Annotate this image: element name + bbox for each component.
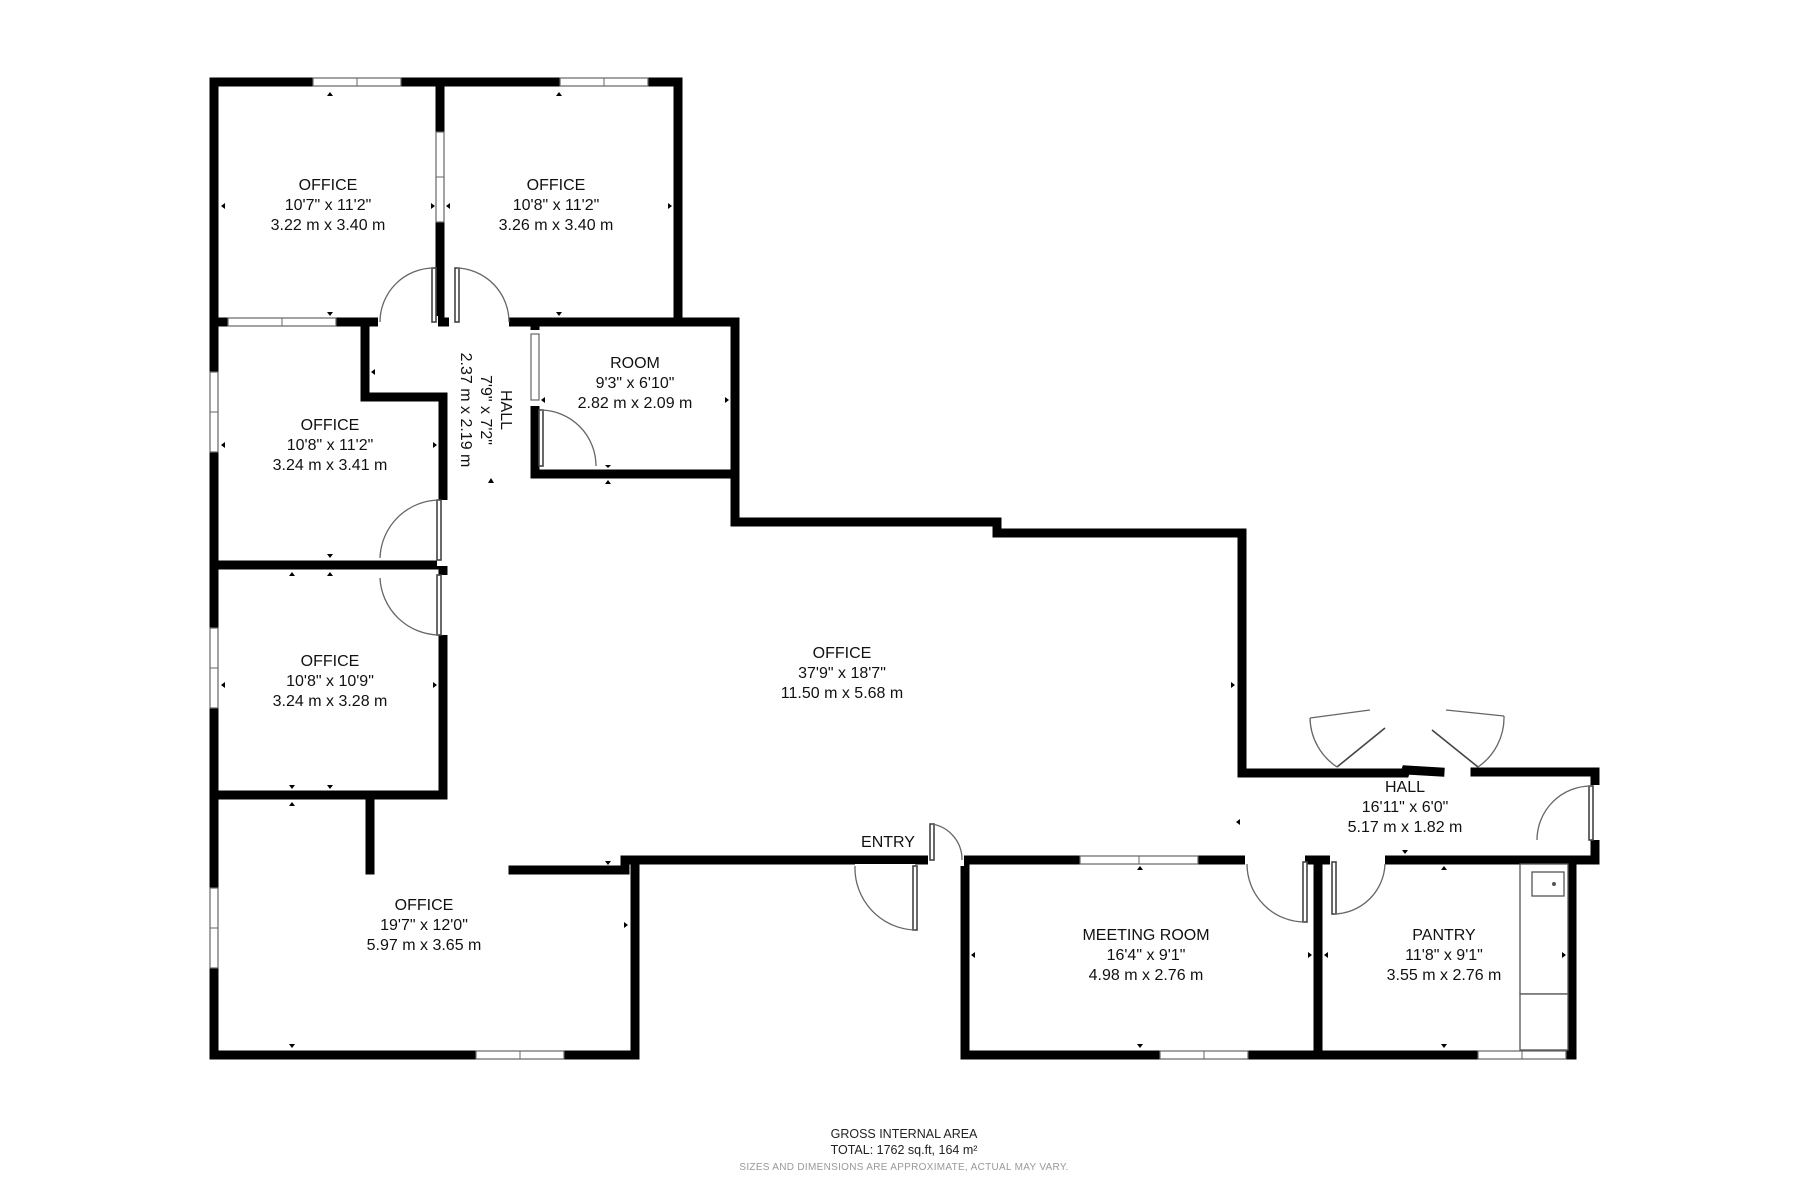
room-name: OFFICE	[527, 177, 586, 194]
room-name: MEETING ROOM	[1082, 927, 1209, 944]
label-office-top-left: OFFICE 10'7" x 11'2" 3.22 m x 3.40 m	[271, 177, 386, 234]
area-footer: GROSS INTERNAL AREA TOTAL: 1762 sq.ft, 1…	[739, 1127, 1068, 1173]
pantry-counter	[1519, 863, 1569, 1051]
door-icon	[1536, 785, 1594, 841]
door-icon	[538, 409, 597, 467]
room-size-imperial: 19'7" x 12'0"	[380, 917, 468, 934]
room-size-imperial: 10'8" x 11'2"	[513, 197, 600, 214]
door-icon	[379, 267, 437, 323]
window-icon	[435, 131, 445, 223]
gross-area-total: TOTAL: 1762 sq.ft, 164 m²	[831, 1143, 978, 1157]
room-size-imperial: 16'11" x 6'0"	[1362, 799, 1449, 816]
room-size-metric: 11.50 m x 5.68 m	[781, 685, 903, 702]
room-size-imperial: 37'9" x 18'7"	[798, 665, 886, 682]
door-icon	[454, 267, 510, 323]
label-meeting-room: MEETING ROOM 16'4" x 9'1" 4.98 m x 2.76 …	[1082, 927, 1209, 984]
room-name: OFFICE	[395, 897, 454, 914]
room-name: ROOM	[610, 355, 660, 372]
room-size-metric: 5.17 m x 1.82 m	[1348, 819, 1463, 836]
room-size-imperial: 10'8" x 10'9"	[286, 673, 374, 690]
dimension-markers	[221, 92, 1566, 1048]
label-room: ROOM 9'3" x 6'10" 2.82 m x 2.09 m	[578, 355, 693, 412]
room-size-metric: 4.98 m x 2.76 m	[1089, 967, 1204, 984]
label-office-main: OFFICE 37'9" x 18'7" 11.50 m x 5.68 m	[781, 645, 903, 702]
room-name: OFFICE	[301, 417, 360, 434]
door-icon	[1309, 709, 1386, 768]
room-name: OFFICE	[301, 653, 360, 670]
room-size-metric: 3.55 m x 2.76 m	[1387, 967, 1502, 984]
window-icon	[312, 77, 402, 87]
room-size-metric: 2.37 m x 2.19 m	[457, 353, 474, 468]
door-icon	[379, 499, 442, 561]
room-name: PANTRY	[1412, 927, 1476, 944]
room-labels: OFFICE 10'7" x 11'2" 3.22 m x 3.40 m OFF…	[271, 177, 1502, 984]
door-icon	[1331, 861, 1386, 915]
room-size-metric: 5.97 m x 3.65 m	[367, 937, 482, 954]
label-office-bottom: OFFICE 19'7" x 12'0" 5.97 m x 3.65 m	[367, 897, 482, 954]
window-icon	[1079, 855, 1199, 865]
label-pantry: PANTRY 11'8" x 9'1" 3.55 m x 2.76 m	[1387, 927, 1502, 984]
label-hall-right: HALL 16'11" x 6'0" 5.17 m x 1.82 m	[1348, 779, 1463, 836]
windows	[209, 77, 1567, 1060]
door-icon	[1246, 861, 1308, 923]
label-office-lower-left: OFFICE 10'8" x 10'9" 3.24 m x 3.28 m	[273, 653, 388, 710]
room-size-metric: 3.24 m x 3.28 m	[273, 693, 388, 710]
room-name: OFFICE	[299, 177, 358, 194]
sink-icon	[1531, 871, 1565, 897]
room-size-imperial: 9'3" x 6'10"	[596, 375, 675, 392]
room-size-metric: 2.82 m x 2.09 m	[578, 395, 693, 412]
room-size-metric: 3.24 m x 3.41 m	[273, 457, 388, 474]
room-size-metric: 3.22 m x 3.40 m	[271, 217, 386, 234]
room-size-imperial: 10'8" x 11'2"	[287, 437, 374, 454]
label-office-top-middle: OFFICE 10'8" x 11'2" 3.26 m x 3.40 m	[499, 177, 614, 234]
window-icon	[1159, 1050, 1249, 1060]
window-icon	[227, 317, 337, 327]
room-name: HALL	[1385, 779, 1425, 796]
gross-area-heading: GROSS INTERNAL AREA	[831, 1127, 978, 1141]
window-icon	[530, 333, 540, 401]
room-name: HALL	[497, 390, 514, 430]
window-icon	[1477, 1050, 1567, 1060]
doors	[379, 267, 1594, 931]
label-hall-vertical: HALL 7'9" x 7'2" 2.37 m x 2.19 m	[457, 353, 514, 468]
entry-label: ENTRY	[861, 834, 915, 851]
door-icon	[1431, 709, 1505, 768]
room-size-imperial: 16'4" x 9'1"	[1107, 947, 1186, 964]
window-icon	[475, 1050, 565, 1060]
door-icon	[379, 574, 442, 636]
door-icon	[854, 865, 918, 931]
room-size-imperial: 7'9" x 7'2"	[477, 375, 494, 445]
room-size-imperial: 11'8" x 9'1"	[1405, 947, 1483, 964]
window-icon	[209, 627, 219, 709]
door-icon	[929, 823, 963, 861]
room-size-metric: 3.26 m x 3.40 m	[499, 217, 614, 234]
room-size-imperial: 10'7" x 11'2"	[285, 197, 372, 214]
window-icon	[209, 887, 219, 969]
window-icon	[559, 77, 649, 87]
window-icon	[209, 371, 219, 453]
disclaimer: SIZES AND DIMENSIONS ARE APPROXIMATE, AC…	[739, 1162, 1068, 1173]
label-office-mid-left: OFFICE 10'8" x 11'2" 3.24 m x 3.41 m	[273, 417, 388, 474]
room-name: OFFICE	[813, 645, 872, 662]
